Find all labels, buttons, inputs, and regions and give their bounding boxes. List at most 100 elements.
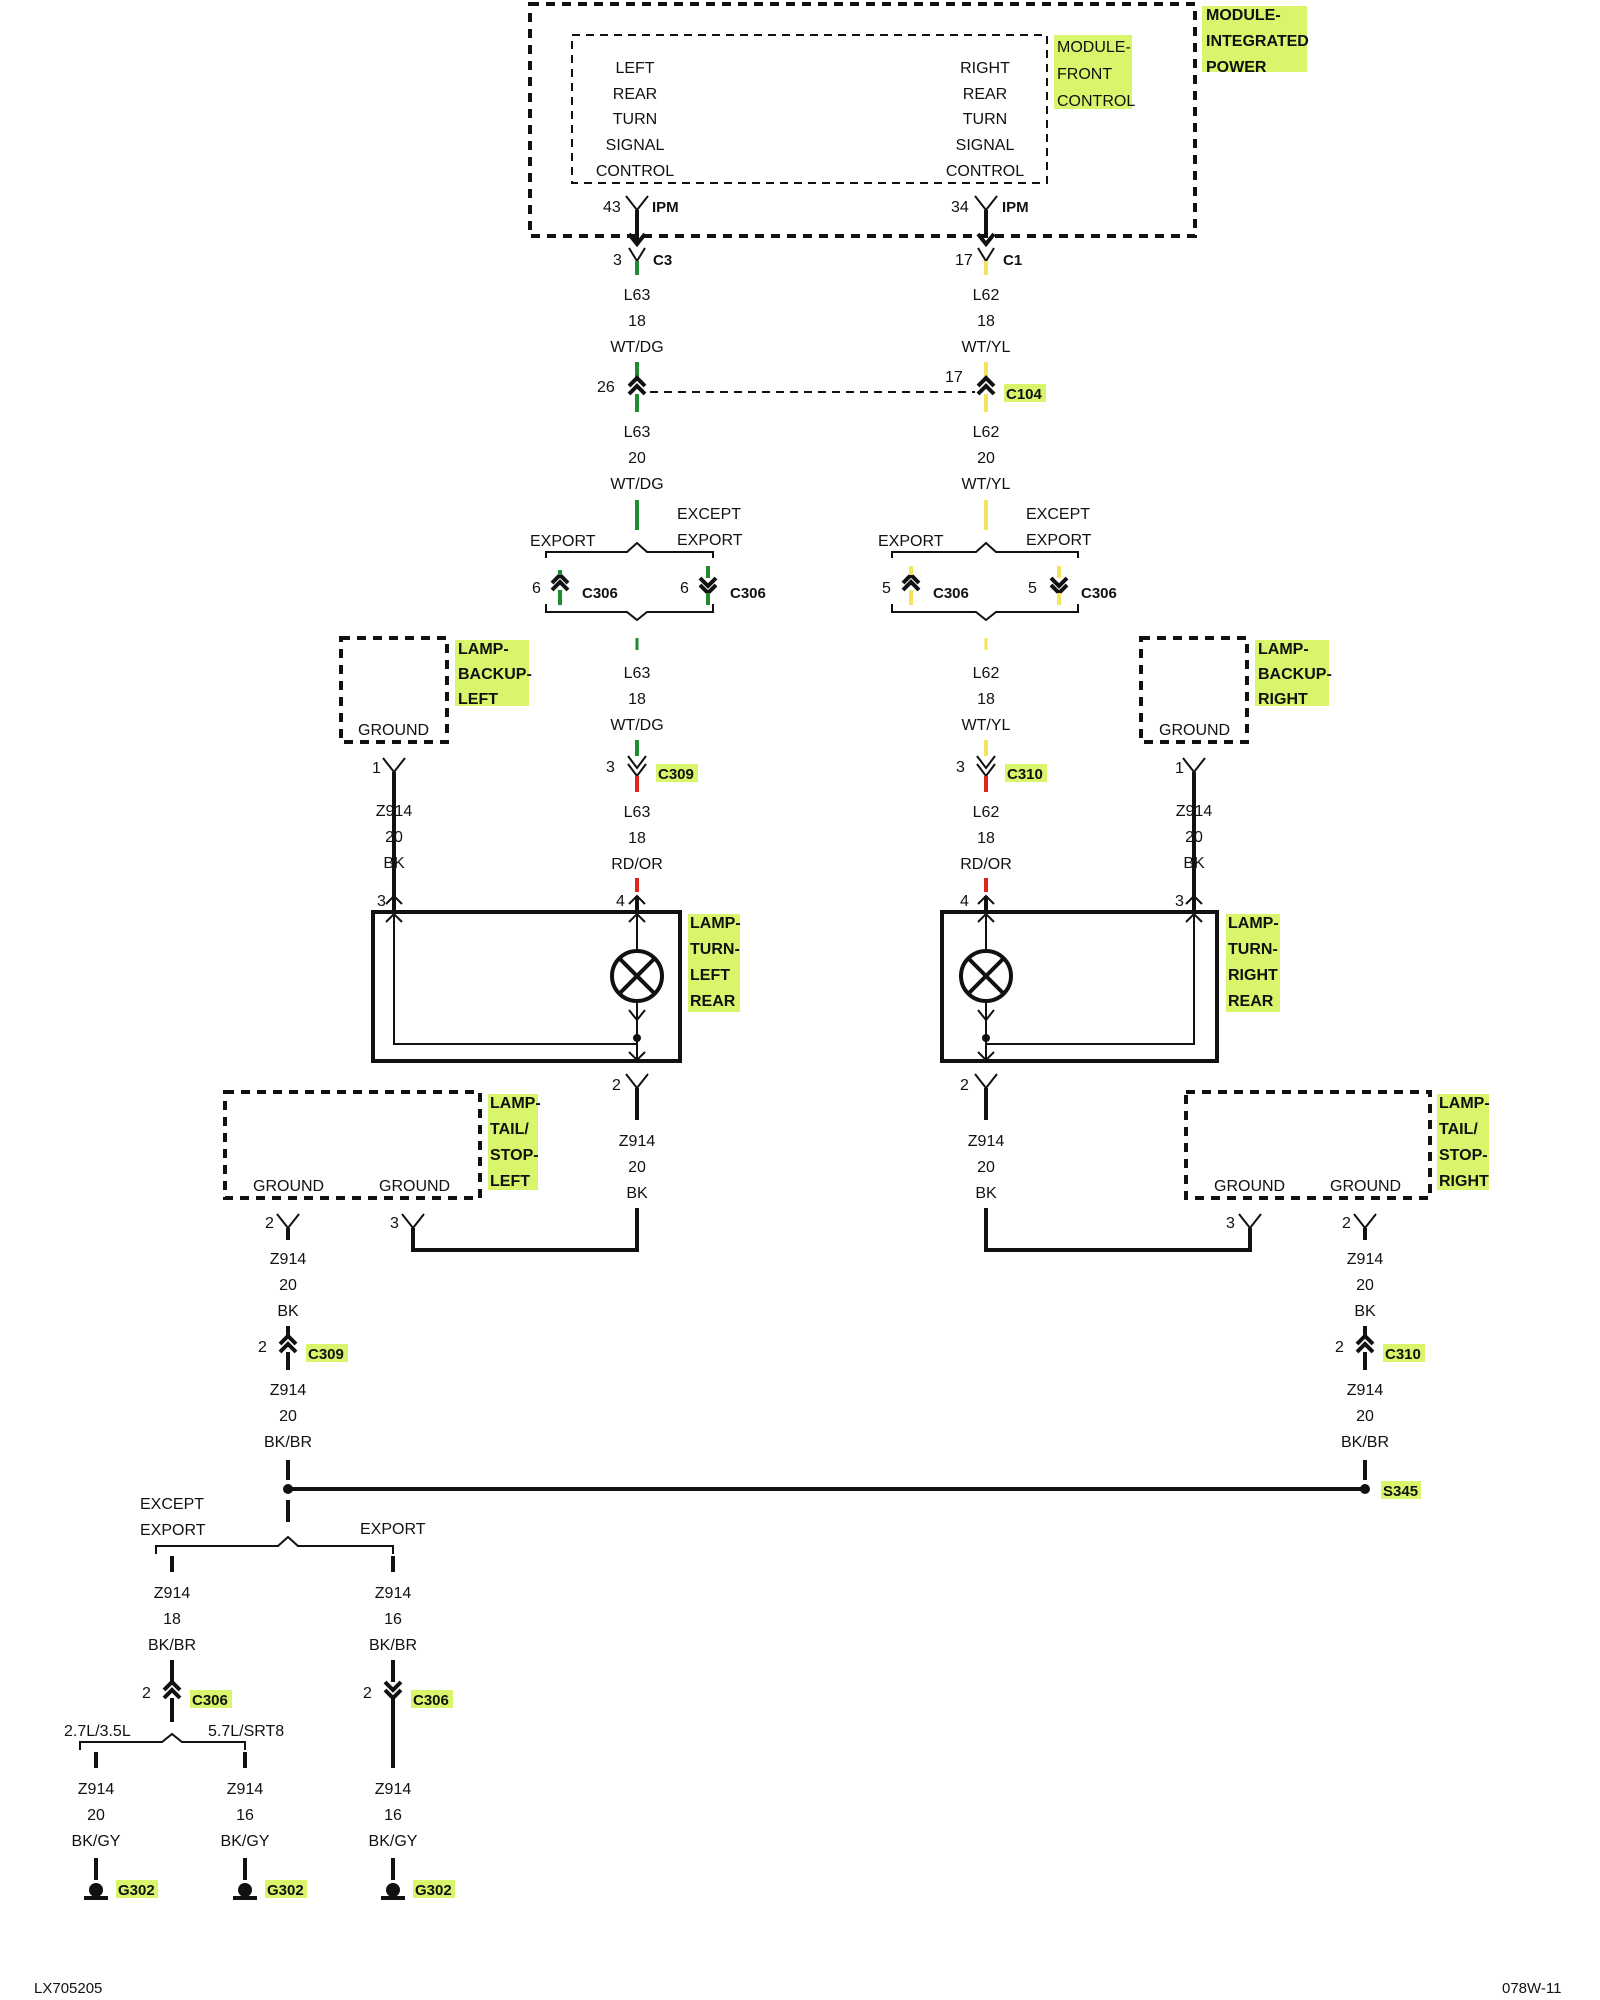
svg-text:4: 4	[616, 893, 625, 910]
option-split-right: EXPORT EXCEPT EXPORT 5 C306 5 C306	[878, 506, 1117, 622]
wire-z914-20-bk-right: Z914 20 BK	[1347, 1251, 1384, 1320]
s345-splice: S345	[283, 1481, 1421, 1500]
svg-text:LAMP-: LAMP-	[1439, 1095, 1490, 1112]
svg-text:C306: C306	[933, 585, 969, 602]
svg-text:RIGHT: RIGHT	[1439, 1173, 1489, 1190]
wire-z914-20-bkbr-left: Z914 20 BK/BR	[264, 1382, 312, 1451]
wire-l63-18-wtdg-a: L63 18 WT/DG	[610, 287, 663, 356]
svg-text:GROUND: GROUND	[253, 1178, 324, 1195]
svg-text:BK/BR: BK/BR	[369, 1637, 417, 1654]
svg-text:CONTROL: CONTROL	[596, 163, 674, 180]
svg-text:BK/BR: BK/BR	[148, 1637, 196, 1654]
c1-connector: 17 C1	[955, 247, 1022, 269]
svg-text:EXPORT: EXPORT	[360, 1521, 426, 1538]
svg-text:LAMP-: LAMP-	[1258, 641, 1309, 658]
svg-text:L63: L63	[624, 804, 651, 821]
svg-text:LAMP-: LAMP-	[1228, 915, 1279, 932]
wire-z914-20-bk-left: Z914 20 BK	[270, 1251, 307, 1320]
svg-text:RIGHT: RIGHT	[1228, 967, 1278, 984]
svg-text:EXPORT: EXPORT	[878, 533, 944, 550]
wire-z914-16-bkgy-b: Z914 16 BK/GY	[369, 1781, 418, 1850]
option-split-left: EXPORT EXCEPT EXPORT 6 C306 6 C306	[530, 506, 766, 622]
svg-text:BK/BR: BK/BR	[264, 1434, 312, 1451]
svg-text:EXCEPT: EXCEPT	[677, 506, 741, 523]
lamp-right-output: 2 Z914 20 BK	[960, 1073, 1252, 1252]
svg-text:18: 18	[977, 691, 995, 708]
svg-text:18: 18	[628, 830, 646, 847]
wire-l63-18-wtdg-b: L63 18 WT/DG	[610, 665, 663, 734]
ipm-label-1: MODULE-	[1206, 7, 1281, 24]
wire-z914-16-bkgy-a: Z914 16 BK/GY	[221, 1781, 270, 1850]
svg-text:BACKUP-: BACKUP-	[1258, 666, 1332, 683]
svg-text:TURN: TURN	[613, 111, 657, 128]
svg-text:3: 3	[956, 759, 965, 776]
svg-text:2: 2	[265, 1215, 274, 1232]
svg-text:L63: L63	[624, 424, 651, 441]
fcm-label-1: MODULE-	[1057, 39, 1131, 56]
svg-text:REAR: REAR	[963, 86, 1007, 103]
wire-l62-18-wtyl-a: L62 18 WT/YL	[962, 287, 1011, 356]
svg-text:SIGNAL: SIGNAL	[956, 137, 1015, 154]
svg-text:6: 6	[680, 580, 689, 597]
svg-text:WT/YL: WT/YL	[962, 476, 1011, 493]
svg-text:WT/YL: WT/YL	[962, 717, 1011, 734]
svg-text:GROUND: GROUND	[379, 1178, 450, 1195]
svg-text:BK/GY: BK/GY	[221, 1833, 270, 1850]
wire-z914-16-bkbr: Z914 16 BK/BR	[369, 1585, 417, 1654]
lamp-turn-left-rear: 3 4 LAMP- TURN- LEFT REAR	[371, 878, 741, 1063]
svg-text:BK/GY: BK/GY	[72, 1833, 121, 1850]
svg-text:REAR: REAR	[690, 993, 736, 1010]
ipm-label-2: INTEGRATED	[1206, 33, 1309, 50]
svg-text:3: 3	[1226, 1215, 1235, 1232]
lamp-turn-right-rear: 4 3 LAMP- TURN- RIGHT REAR	[940, 878, 1280, 1063]
c310-signal-connector: 3 C310	[956, 755, 1047, 792]
svg-text:C306: C306	[1081, 585, 1117, 602]
svg-text:TURN-: TURN-	[690, 941, 740, 958]
svg-text:L63: L63	[624, 665, 651, 682]
svg-text:2: 2	[1335, 1339, 1344, 1356]
wire-l62-18-wtyl-b: L62 18 WT/YL	[962, 665, 1011, 734]
svg-text:BK/BR: BK/BR	[1341, 1434, 1389, 1451]
svg-text:20: 20	[87, 1807, 105, 1824]
svg-text:6: 6	[532, 580, 541, 597]
svg-text:Z914: Z914	[227, 1781, 264, 1798]
svg-text:CONTROL: CONTROL	[946, 163, 1024, 180]
svg-text:GROUND: GROUND	[1330, 1178, 1401, 1195]
svg-text:C309: C309	[658, 766, 694, 783]
svg-text:18: 18	[628, 313, 646, 330]
c104-connector: 26 17 C104	[597, 369, 1046, 412]
option-split-engine: 2.7L/3.5L 5.7L/SRT8	[64, 1723, 284, 1750]
svg-text:RD/OR: RD/OR	[960, 856, 1012, 873]
c306-ground-export: 2 C306	[363, 1680, 453, 1768]
svg-text:WT/DG: WT/DG	[610, 339, 663, 356]
lamp-tail-stop-right: GROUND GROUND LAMP- TAIL/ STOP- RIGHT 3 …	[1184, 1090, 1490, 1240]
svg-text:5.7L/SRT8: 5.7L/SRT8	[208, 1723, 284, 1740]
ground-g302-1: G302	[84, 1858, 158, 1900]
svg-text:L62: L62	[973, 804, 1000, 821]
wire-z914-18-bkbr: Z914 18 BK/BR	[148, 1585, 196, 1654]
svg-text:TURN: TURN	[963, 111, 1007, 128]
svg-text:LEFT: LEFT	[458, 691, 498, 708]
svg-text:WT/DG: WT/DG	[610, 717, 663, 734]
svg-text:TAIL/: TAIL/	[490, 1121, 529, 1138]
c309-signal-connector: 3 C309	[606, 755, 698, 792]
svg-text:EXPORT: EXPORT	[677, 532, 743, 549]
svg-text:BK: BK	[277, 1303, 299, 1320]
fcm-label-2: FRONT	[1057, 66, 1112, 83]
svg-text:EXPORT: EXPORT	[530, 533, 596, 550]
c309-ground-connector: 2 C309	[258, 1333, 348, 1370]
svg-text:5: 5	[882, 580, 891, 597]
svg-text:TURN-: TURN-	[1228, 941, 1278, 958]
svg-text:C306: C306	[413, 1692, 449, 1709]
svg-text:GROUND: GROUND	[1214, 1178, 1285, 1195]
footer-left: LX705205	[34, 1980, 102, 1997]
svg-text:Z914: Z914	[375, 1585, 412, 1602]
fcm-module: MODULE- FRONT CONTROL LEFTREARTURNSIGNAL…	[571, 34, 1135, 184]
svg-text:3: 3	[613, 252, 622, 269]
svg-text:WT/YL: WT/YL	[962, 339, 1011, 356]
svg-text:16: 16	[384, 1611, 402, 1628]
option-split-ground: EXCEPT EXPORT EXPORT	[140, 1496, 426, 1554]
svg-text:Z914: Z914	[1347, 1251, 1384, 1268]
